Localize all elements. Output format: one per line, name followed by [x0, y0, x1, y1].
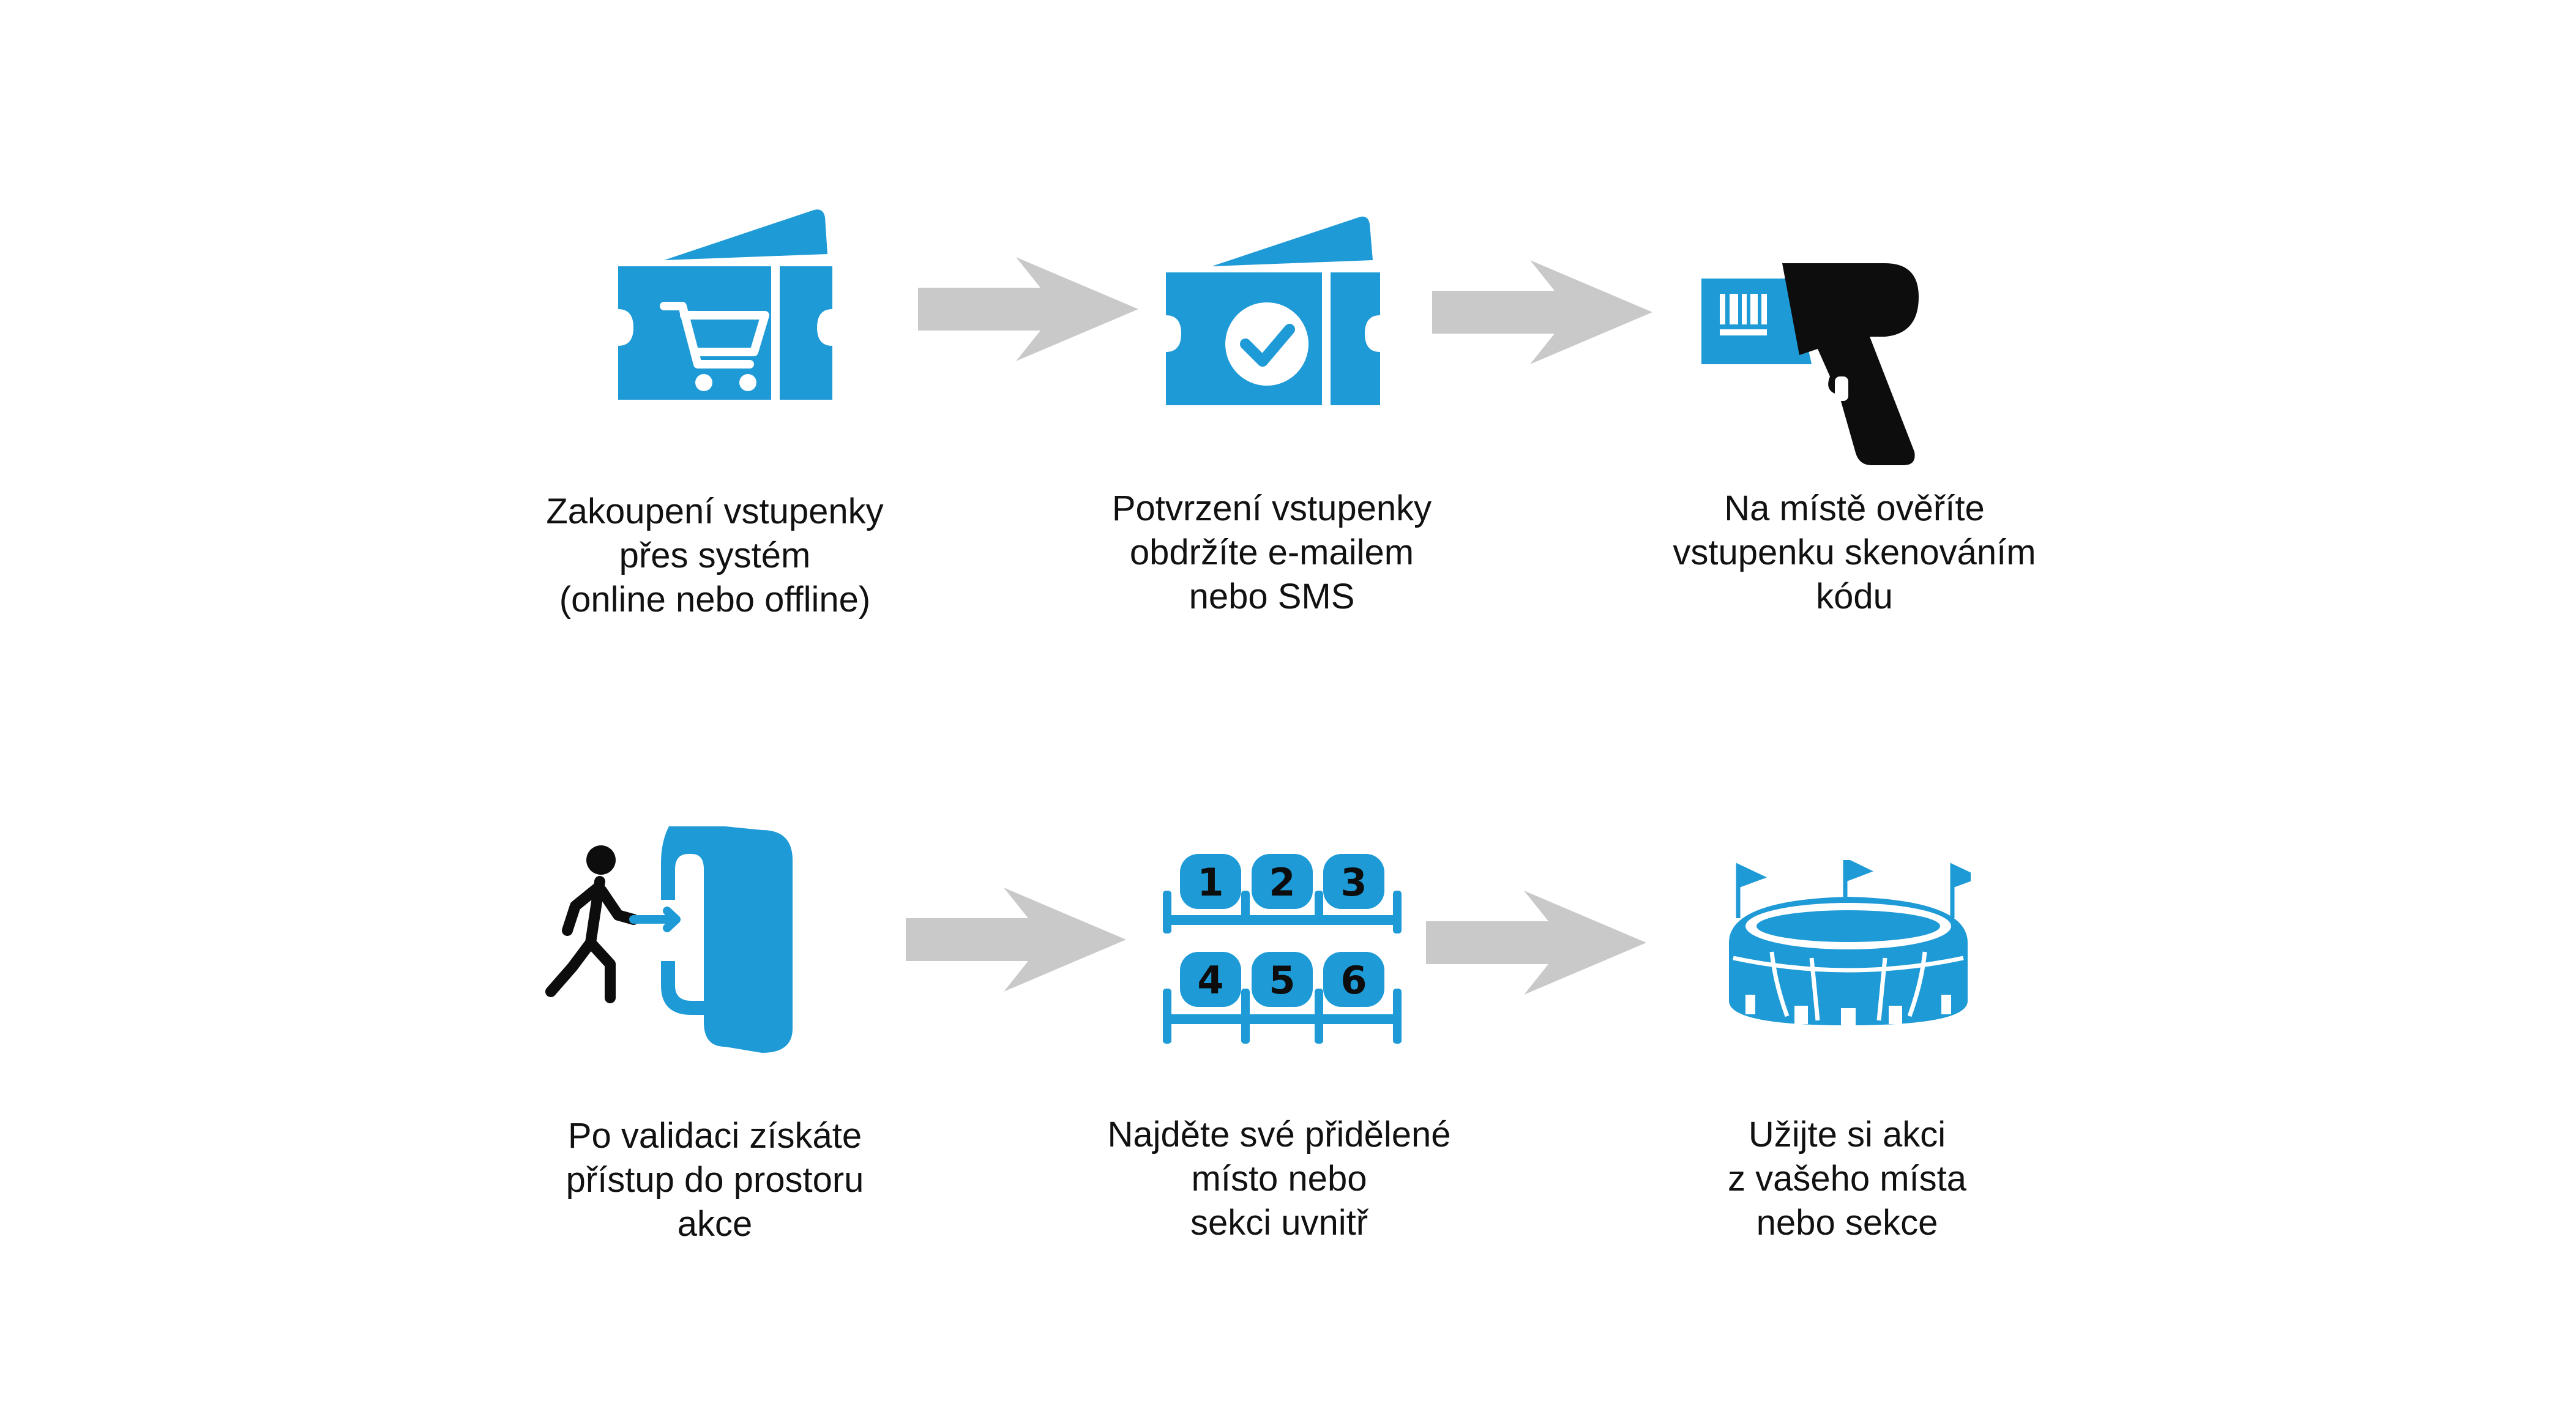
label-line: (online nebo offline) — [559, 580, 871, 619]
ticket-cart-icon — [618, 209, 832, 400]
arrow-right-icon — [918, 257, 1138, 361]
seat-number: 5 — [1269, 958, 1295, 1003]
step-label-find-seat: Najděte své přidělené místo nebo sekci u… — [1004, 1113, 1555, 1245]
label-line: Po validaci získáte — [567, 1116, 862, 1156]
ticket-check-icon — [1166, 216, 1380, 405]
seat-number: 2 — [1269, 860, 1295, 905]
seat-number: 6 — [1340, 958, 1367, 1003]
label-line: přes systém — [619, 536, 811, 575]
label-line: Na místě ověříte — [1724, 488, 1985, 528]
step-label-confirmation: Potvrzení vstupenky obdržíte e-mailem ne… — [996, 487, 1547, 619]
seat-number: 4 — [1197, 958, 1223, 1003]
label-line: nebo sekce — [1756, 1203, 1938, 1243]
label-line: přístup do prostoru — [566, 1160, 864, 1200]
person-entering-door-icon — [545, 826, 793, 1053]
arrow-right-icon — [1426, 891, 1646, 995]
label-line: vstupenku skenováním — [1673, 533, 2036, 572]
numbered-seats-icon: 1 2 3 4 5 6 — [1163, 854, 1402, 1044]
arrow-right-icon — [906, 888, 1126, 992]
step-label-scan: Na místě ověříte vstupenku skenováním kó… — [1579, 487, 2130, 619]
label-line: sekci uvnitř — [1190, 1203, 1368, 1243]
stadium-icon — [1729, 860, 1971, 1025]
step-label-enjoy: Užijte si akci z vašeho místa nebo sekce — [1572, 1113, 2122, 1245]
label-line: z vašeho místa — [1727, 1159, 1967, 1199]
step-label-entry: Po validaci získáte přístup do prostoru … — [439, 1114, 990, 1246]
label-line: Najděte své přidělené — [1107, 1115, 1451, 1154]
label-line: místo nebo — [1191, 1159, 1367, 1199]
label-line: kódu — [1816, 577, 1893, 616]
label-line: nebo SMS — [1189, 577, 1355, 616]
arrow-right-icon — [1432, 260, 1652, 364]
label-line: akce — [677, 1204, 753, 1244]
label-line: Užijte si akci — [1748, 1115, 1946, 1154]
step-label-purchase: Zakoupení vstupenky přes systém (online … — [439, 490, 990, 622]
label-line: obdržíte e-mailem — [1129, 533, 1414, 572]
seat-number: 1 — [1197, 860, 1223, 905]
label-line: Zakoupení vstupenky — [546, 492, 884, 531]
barcode-scanner-icon — [1701, 263, 1919, 465]
seat-number: 3 — [1340, 860, 1367, 905]
label-line: Potvrzení vstupenky — [1111, 488, 1432, 528]
